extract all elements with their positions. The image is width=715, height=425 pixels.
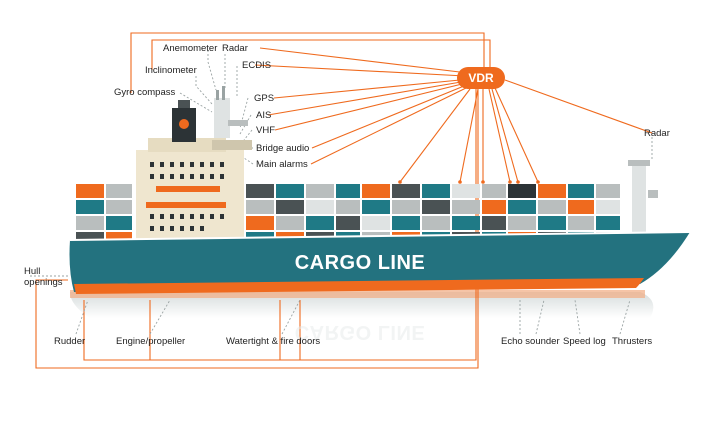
vdr-hub: VDR	[457, 67, 505, 89]
label-main-alarms: Main alarms	[256, 159, 308, 170]
label-watertight-fire-doors: Watertight & fire doors	[226, 336, 321, 347]
label-thrusters: Thrusters	[612, 336, 653, 347]
label-echo-sounder: Echo sounder	[501, 336, 560, 347]
label-vhf: VHF	[256, 125, 275, 136]
label-gyro-compass: Gyro compass	[114, 87, 176, 98]
label-gps: GPS	[254, 93, 275, 104]
label-ecdis: ECDIS	[242, 60, 272, 71]
label-radar-bow: Radar	[644, 128, 670, 139]
label-hull-openings-line1: Hull	[24, 266, 41, 277]
label-anemometer: Anemometer	[163, 43, 218, 54]
label-rudder: Rudder	[54, 336, 86, 347]
hull-boot-stripe	[74, 278, 644, 294]
deck-line	[69, 231, 691, 241]
ship-name: CARGO LINE	[294, 252, 426, 274]
label-bridge-audio: Bridge audio	[256, 143, 310, 154]
water-reflection	[70, 292, 654, 318]
label-ais: AIS	[256, 110, 272, 121]
label-radar-mast: Radar	[222, 43, 248, 54]
superstructure	[136, 86, 252, 242]
bow-structure	[628, 160, 658, 234]
label-inclinometer: Inclinometer	[145, 65, 197, 76]
reflection-stripe	[70, 290, 645, 298]
label-speed-log: Speed log	[563, 336, 606, 347]
hull	[69, 232, 690, 292]
label-hull-openings-line2: openings	[24, 277, 63, 288]
label-engine-propeller: Engine/propeller	[116, 336, 186, 347]
connector-dots	[398, 180, 540, 184]
